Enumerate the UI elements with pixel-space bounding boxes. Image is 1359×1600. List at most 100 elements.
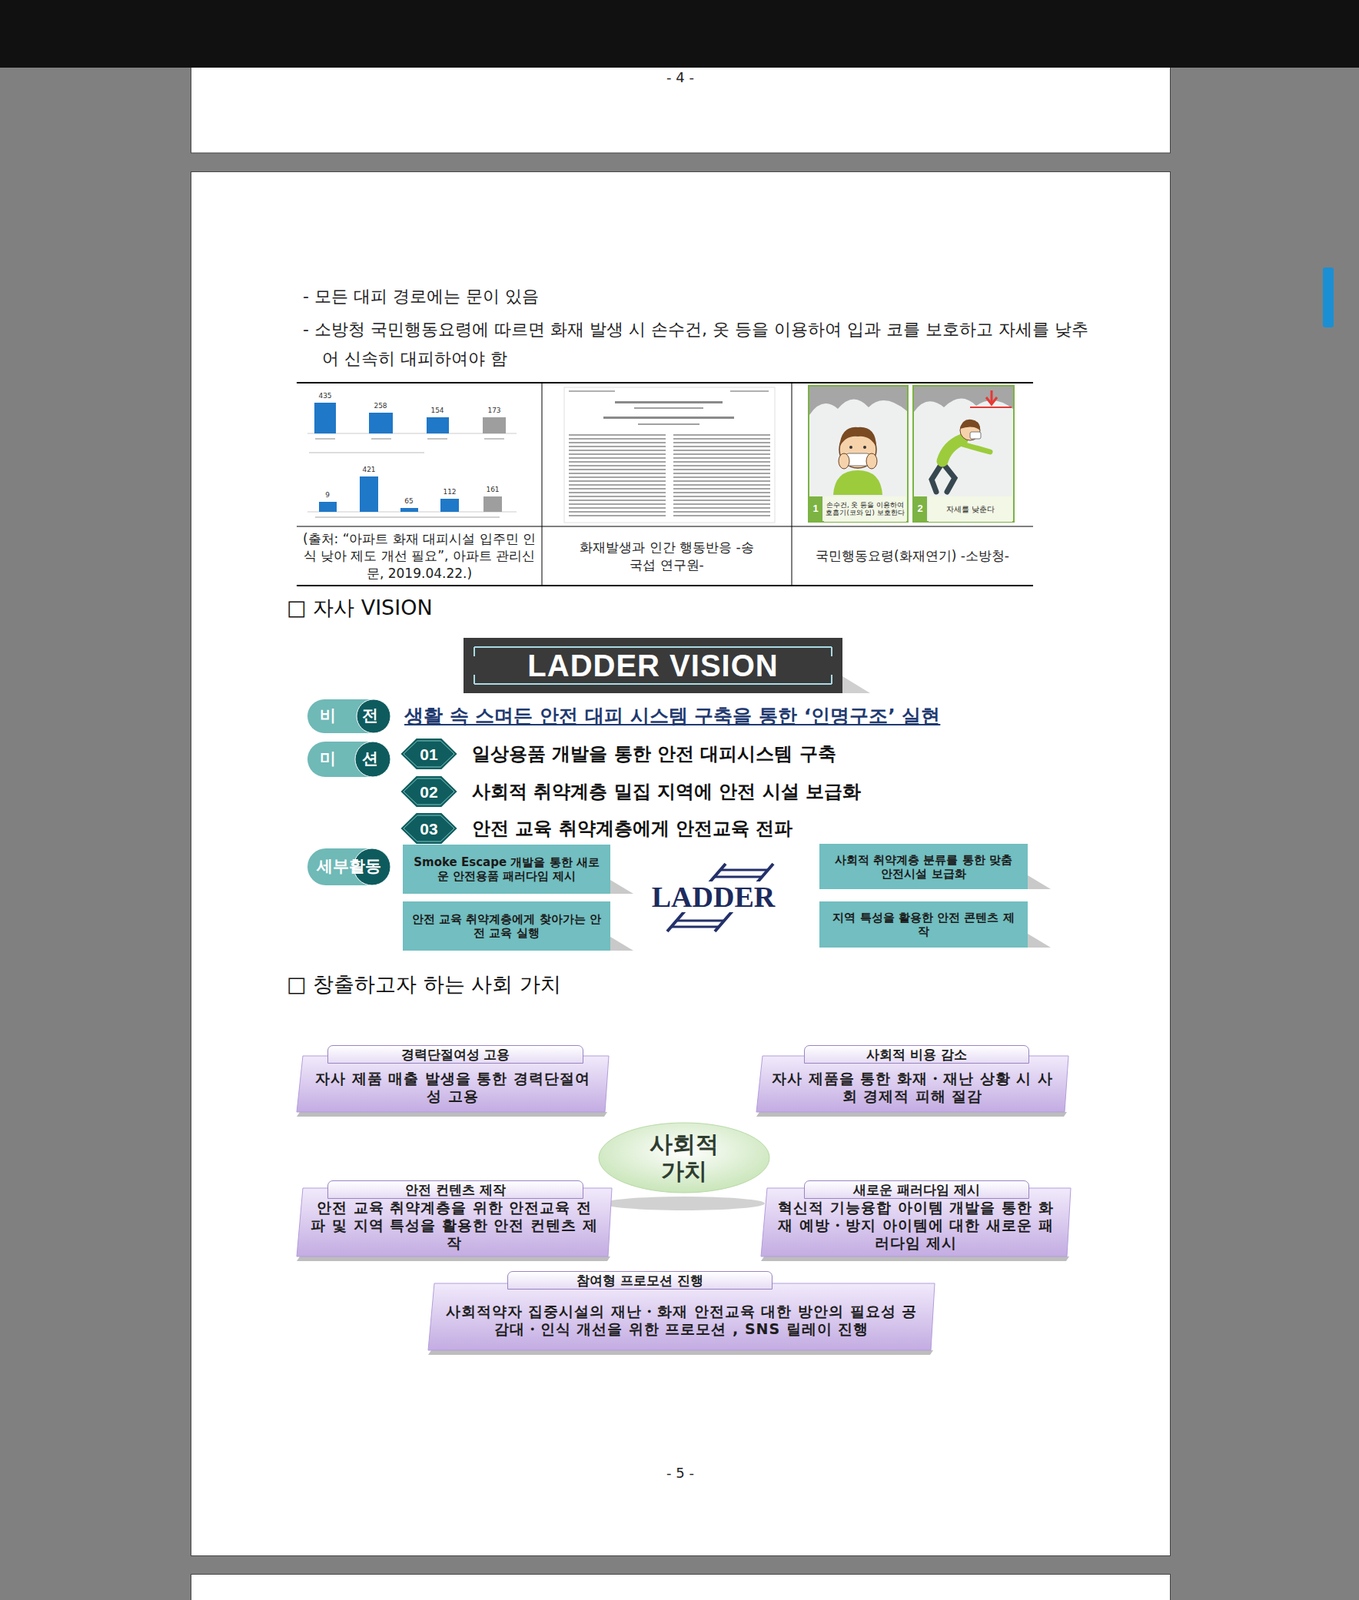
box-shadow bbox=[610, 880, 634, 894]
paper-line bbox=[568, 390, 615, 393]
chart-bar bbox=[359, 476, 379, 512]
step-number: 2 bbox=[913, 496, 928, 522]
chart-bar bbox=[483, 496, 502, 512]
person-eye bbox=[863, 445, 867, 449]
diamond-fill bbox=[399, 812, 459, 845]
mission-text: 안전 교육 취약계층에게 안전교육 전파 bbox=[471, 817, 793, 841]
diamond-inner bbox=[403, 815, 455, 842]
illustration-panel bbox=[808, 385, 908, 522]
value-box: 참여형 프로모션 진행사회적약자 집중시설의 재난・화재 안전교육 대한 방안의… bbox=[428, 1283, 935, 1351]
badge-fill bbox=[307, 848, 391, 886]
top-bar bbox=[0, 0, 1359, 68]
activity-box: 사회적 취약계층 분류를 통한 맞춤 안전시설 보급화 bbox=[819, 843, 1028, 890]
diamond-fill bbox=[399, 737, 459, 771]
hub-fill bbox=[598, 1123, 770, 1193]
vision-banner: LADDER VISION bbox=[463, 637, 843, 694]
value-heading: 새로운 패러다임 제시 bbox=[804, 1180, 1030, 1200]
box-shadow bbox=[428, 1350, 934, 1356]
chart-bar bbox=[314, 402, 336, 434]
chart-value: 435 bbox=[309, 392, 341, 400]
box-fill bbox=[296, 1056, 609, 1113]
chart-tick bbox=[315, 516, 500, 519]
number-label: 02 bbox=[419, 784, 438, 801]
chart-bar bbox=[426, 417, 449, 434]
section-badge: 세부활동 bbox=[307, 848, 391, 886]
badge-fill bbox=[307, 699, 391, 734]
activity-box: Smoke Escape 개발을 통한 새로운 안전용품 패러다임 제시 bbox=[402, 844, 611, 894]
person-arm bbox=[962, 444, 991, 452]
step-caption: 자세를 낮춘다 bbox=[928, 496, 1013, 522]
smoke bbox=[809, 386, 908, 416]
badge-label: 미 션 bbox=[319, 749, 378, 769]
value-text: 사회적약자 집중시설의 재난・화재 안전교육 대한 방안의 필요성 공감대・인식… bbox=[441, 1302, 921, 1339]
chart-tick bbox=[371, 438, 392, 440]
paper-line bbox=[730, 390, 769, 393]
section-badge: 미 션 bbox=[307, 741, 391, 778]
height-line bbox=[970, 406, 1012, 409]
activity-box: 안전 교육 취약계층에게 찾아가는 안전 교육 실행 bbox=[402, 901, 611, 951]
value-heading: 경력단절여성 고용 bbox=[327, 1045, 584, 1064]
activity-text: Smoke Escape 개발을 통한 새로운 안전용품 패러다임 제시 bbox=[410, 855, 603, 884]
value-text: 안전 교육 취약계층을 위한 안전교육 전파 및 지역 특성을 활용한 안전 컨… bbox=[310, 1199, 599, 1252]
body-text: - 소방청 국민행동요령에 따르면 화재 발생 시 손수건, 옷 등을 이용하여… bbox=[302, 315, 1095, 374]
banner-frame bbox=[474, 647, 832, 685]
activity-text: 지역 특성을 활용한 안전 콘텐츠 제작 bbox=[827, 910, 1021, 939]
table-rule bbox=[541, 382, 543, 586]
value-box: 안전 컨텐츠 제작안전 교육 취약계층을 위한 안전교육 전파 및 지역 특성을… bbox=[296, 1188, 612, 1257]
mission-number: 02 bbox=[399, 775, 459, 808]
scroll-tab bbox=[1322, 267, 1334, 328]
box-fill bbox=[819, 843, 1028, 890]
page-sheet bbox=[191, 172, 1171, 1557]
chart-value: 421 bbox=[353, 466, 385, 474]
paper-column bbox=[568, 434, 666, 518]
person-hand bbox=[838, 453, 850, 469]
body-text: - 모든 대피 경로에는 문이 있음 bbox=[302, 285, 539, 308]
person-body bbox=[833, 470, 883, 496]
chart-value: 173 bbox=[478, 407, 510, 415]
paper-line bbox=[634, 407, 704, 409]
table-rule bbox=[791, 382, 793, 586]
chart-value: 112 bbox=[434, 488, 466, 496]
banner-title: LADDER VISION bbox=[527, 650, 778, 682]
chart-tick bbox=[427, 438, 448, 440]
chart-tick bbox=[315, 438, 336, 440]
number-label: 03 bbox=[419, 820, 438, 838]
logo-wordmark: LADDER bbox=[647, 881, 779, 913]
box-fill bbox=[819, 901, 1028, 948]
chart-value: 9 bbox=[312, 491, 343, 499]
value-hub: 사회적 가치 bbox=[598, 1122, 771, 1194]
value-text: 혁신적 기능융합 아이템 개발을 통한 화재 예방・방지 아이템에 대한 새로운… bbox=[774, 1199, 1057, 1252]
mission-text: 사회적 취약계층 밀집 지역에 안전 시설 보급화 bbox=[471, 780, 861, 804]
handkerchief bbox=[970, 431, 981, 439]
box-fill bbox=[402, 844, 611, 894]
chart-bar bbox=[482, 417, 506, 434]
value-box: 새로운 패러다임 제시혁신적 기능융합 아이템 개발을 통한 화재 예방・방지 … bbox=[760, 1188, 1071, 1257]
activity-text: 사회적 취약계층 분류를 통한 맞춤 안전시설 보급화 bbox=[827, 853, 1021, 881]
paper-line bbox=[614, 401, 723, 404]
chart-bar bbox=[318, 501, 337, 512]
table-rule bbox=[296, 382, 1034, 384]
vision-statement: 생활 속 스며든 안전 대피 시스템 구축을 통한 ‘인명구조’ 실현 bbox=[404, 704, 941, 728]
banner-fill bbox=[463, 637, 843, 694]
diamond-inner bbox=[403, 740, 455, 768]
paper-thumbnail bbox=[564, 387, 775, 523]
diamond-inner bbox=[403, 778, 455, 805]
box-shadow bbox=[756, 1112, 1067, 1117]
box-shadow bbox=[1027, 933, 1051, 948]
box-fill bbox=[428, 1283, 935, 1351]
hub-shadow bbox=[603, 1196, 765, 1211]
box-shadow bbox=[1027, 875, 1051, 890]
chart-value: 65 bbox=[393, 498, 425, 506]
box-shadow bbox=[296, 1256, 611, 1262]
page-number: - 4 - bbox=[641, 69, 719, 87]
number-label: 01 bbox=[419, 746, 438, 763]
chart-tick bbox=[484, 438, 505, 440]
person-eye bbox=[849, 445, 853, 449]
badge-fill bbox=[307, 741, 391, 778]
activity-text: 안전 교육 취약계층에게 찾아가는 안전 교육 실행 bbox=[410, 912, 603, 941]
box-fill bbox=[756, 1056, 1069, 1113]
paper-column bbox=[673, 434, 771, 518]
chart-value: 161 bbox=[477, 486, 509, 494]
paper-line bbox=[603, 416, 735, 419]
page-number: - 5 - bbox=[641, 1465, 719, 1483]
